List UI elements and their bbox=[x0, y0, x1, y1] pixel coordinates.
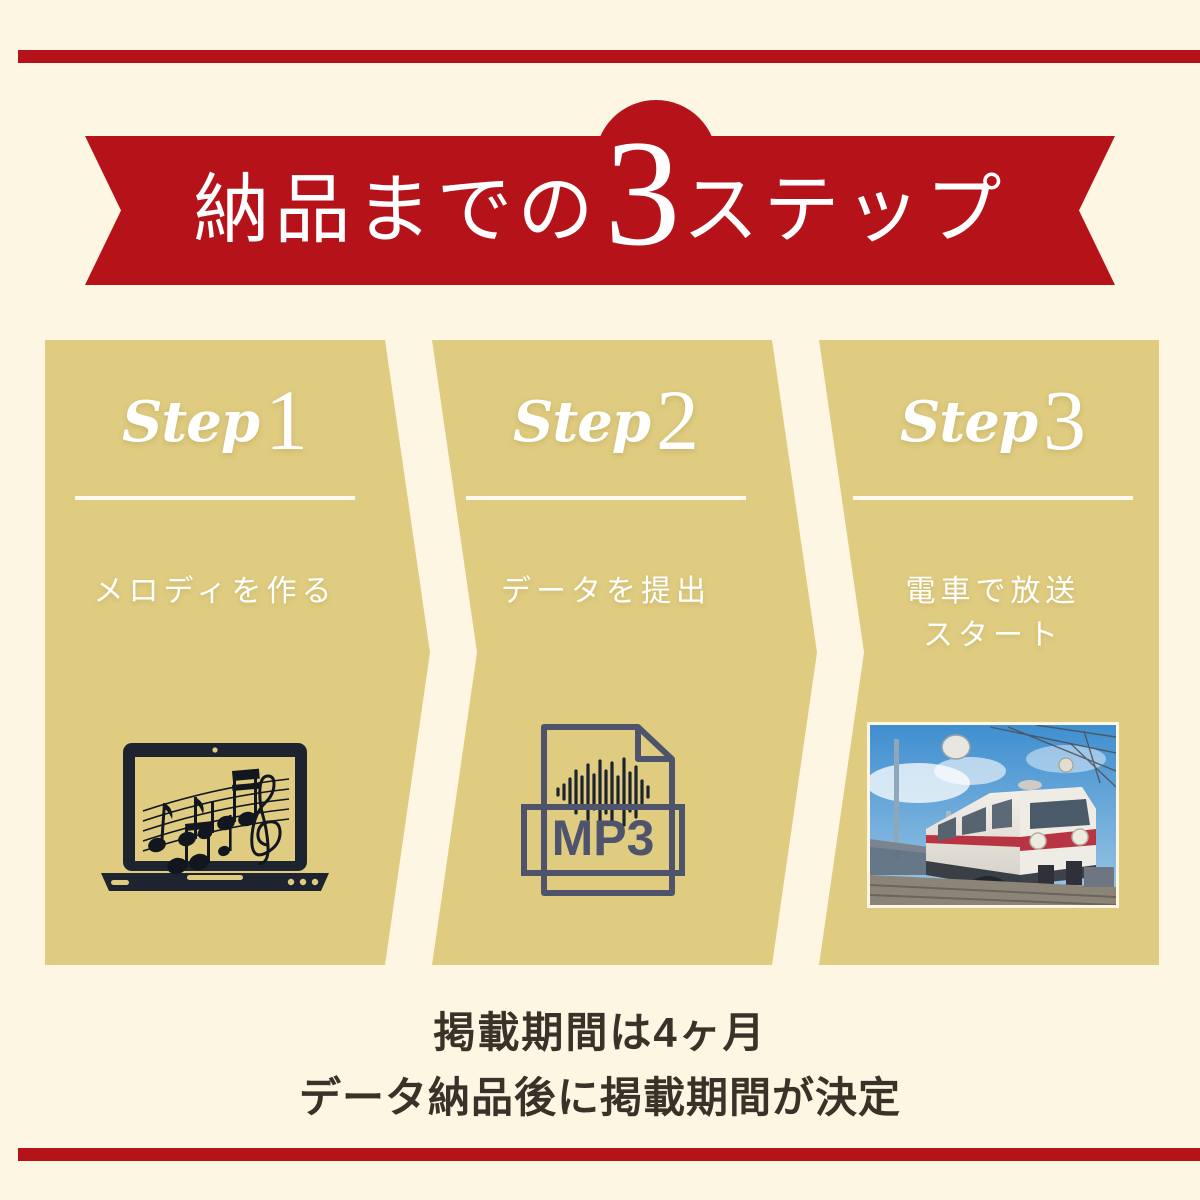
step-3-caption-line-1: 電車で放送 bbox=[905, 575, 1081, 608]
step-2-label-word: Step bbox=[512, 389, 651, 455]
step-card-1: Step1 メロディを作る bbox=[45, 340, 430, 965]
step-1-label: Step1 bbox=[45, 362, 385, 468]
footer-note: 掲載期間は4ヶ月 データ納品後に掲載期間が決定 bbox=[0, 1000, 1200, 1130]
step-2-label-number: 2 bbox=[656, 372, 700, 468]
step-3-caption: 電車で放送 スタート bbox=[823, 570, 1159, 657]
bottom-rule bbox=[18, 1148, 1200, 1161]
banner-title-prefix: 納品までの bbox=[193, 168, 599, 253]
step-1-divider bbox=[75, 496, 355, 500]
train-photo bbox=[867, 722, 1119, 908]
mp3-file-icon: MP3 bbox=[521, 724, 685, 896]
train-photo-image bbox=[870, 725, 1116, 905]
footer-line-2: データ納品後に掲載期間が決定 bbox=[298, 1074, 901, 1122]
step-1-caption: メロディを作る bbox=[45, 570, 385, 614]
top-rule bbox=[18, 50, 1200, 63]
step-1-label-word: Step bbox=[121, 389, 260, 455]
step-2-divider bbox=[466, 496, 746, 500]
banner-ribbon-shape bbox=[85, 136, 1115, 285]
step-2-art: MP3 bbox=[436, 705, 776, 915]
banner-title: 納品までの 3 ステップ bbox=[0, 117, 1200, 285]
footer-line-1: 掲載期間は4ヶ月 bbox=[433, 1009, 767, 1056]
step-1-art bbox=[45, 720, 385, 920]
step-3-divider bbox=[853, 496, 1133, 500]
step-3-label-word: Step bbox=[899, 389, 1038, 455]
step-3-caption-line-2: スタート bbox=[923, 618, 1063, 652]
mp3-label: MP3 bbox=[552, 810, 655, 866]
steps-row: Step1 メロディを作る bbox=[0, 340, 1200, 965]
headline-banner: 納品までの 3 ステップ bbox=[0, 100, 1200, 295]
step-card-2: Step2 データを提出 bbox=[432, 340, 817, 965]
banner-title-suffix: ステップ bbox=[682, 168, 1007, 253]
step-3-label: Step3 bbox=[823, 362, 1159, 468]
step-3-label-number: 3 bbox=[1043, 372, 1087, 468]
step-2-caption: データを提出 bbox=[436, 570, 776, 614]
step-card-3: Step3 電車で放送 スタート bbox=[819, 340, 1159, 965]
step-2-label: Step2 bbox=[436, 362, 776, 468]
step-1-label-number: 1 bbox=[265, 372, 309, 468]
step-3-art bbox=[823, 715, 1159, 915]
step-1-caption-line-1: メロディを作る bbox=[93, 575, 337, 608]
banner-title-number: 3 bbox=[604, 108, 681, 277]
step-2-caption-line-1: データを提出 bbox=[501, 575, 711, 608]
laptop-music-icon bbox=[101, 743, 329, 891]
